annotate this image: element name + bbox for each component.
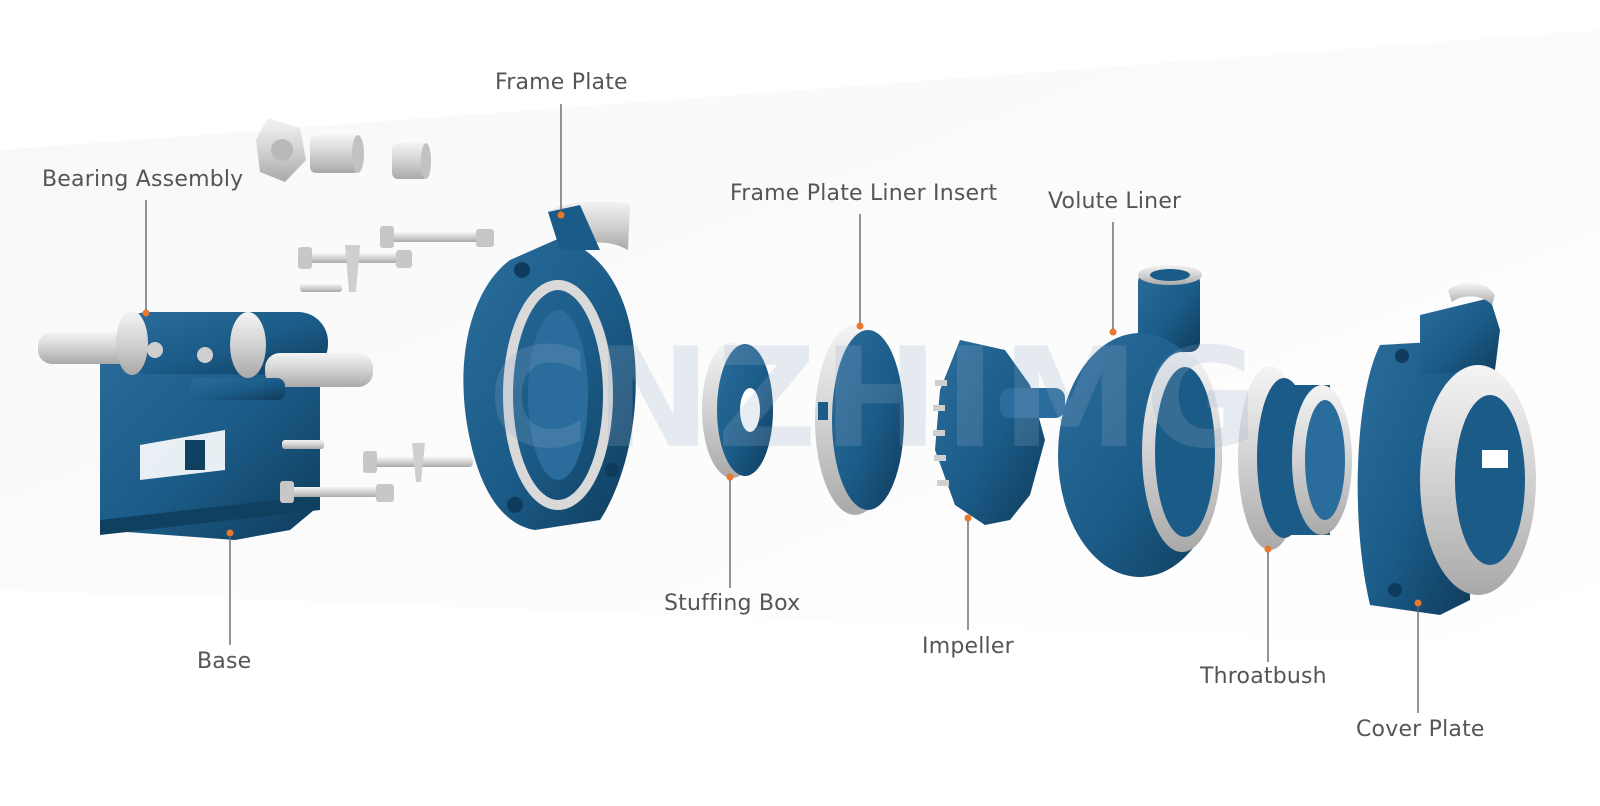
cover-plate-part	[1357, 283, 1536, 615]
frame-plate-part	[463, 200, 636, 530]
label-throatbush: Throatbush	[1200, 664, 1327, 689]
label-frame-plate: Frame Plate	[495, 70, 628, 95]
base-part	[100, 320, 320, 540]
leader-lines	[145, 104, 1419, 713]
label-stuffing-box: Stuffing Box	[664, 591, 801, 616]
bolts-and-fasteners	[256, 118, 494, 503]
bearing-assembly-part	[38, 309, 373, 400]
frame-plate-liner-insert-part	[815, 322, 904, 515]
label-impeller: Impeller	[922, 634, 1014, 659]
label-volute-liner: Volute Liner	[1048, 189, 1182, 214]
stuffing-box-part	[702, 342, 773, 481]
label-bearing-assembly: Bearing Assembly	[42, 167, 244, 192]
label-cover-plate: Cover Plate	[1356, 717, 1485, 742]
impeller-part	[933, 340, 1065, 525]
label-frame-plate-liner-insert: Frame Plate Liner Insert	[730, 181, 998, 206]
watermark: CNZHIMG	[488, 318, 1265, 479]
volute-liner-part	[1058, 265, 1222, 577]
label-base: Base	[197, 649, 252, 674]
throatbush-part	[1238, 366, 1352, 553]
